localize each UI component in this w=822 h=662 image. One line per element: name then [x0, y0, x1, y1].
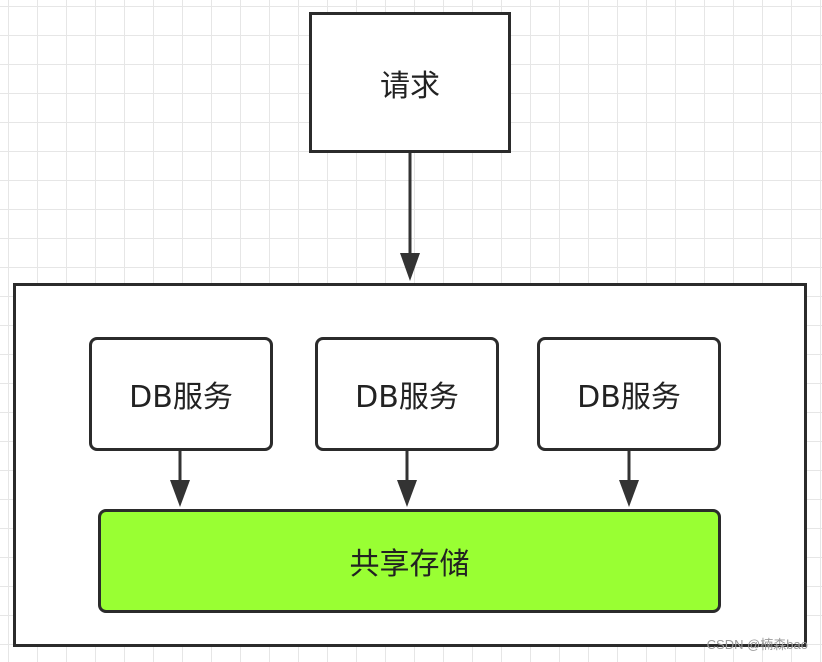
watermark: CSDN @楠森bao — [706, 637, 808, 652]
request-label: 请求 — [380, 68, 440, 104]
arrow-db3-to-storage-head — [619, 480, 639, 507]
db-service-node-3: DB服务 — [537, 337, 721, 451]
db-service-node-2: DB服务 — [315, 337, 499, 451]
arrow-db1-to-storage-head — [170, 480, 190, 507]
db-service-label: DB服务 — [355, 380, 459, 415]
db-service-node-1: DB服务 — [89, 337, 273, 451]
arrow-request-to-cluster-head — [400, 253, 420, 281]
shared-storage-label: 共享存储 — [349, 547, 470, 582]
shared-storage-node: 共享存储 — [98, 509, 721, 613]
db-service-label: DB服务 — [577, 380, 681, 415]
db-service-label: DB服务 — [129, 380, 233, 415]
request-node: 请求 — [309, 12, 511, 153]
arrow-db2-to-storage-head — [397, 480, 417, 507]
